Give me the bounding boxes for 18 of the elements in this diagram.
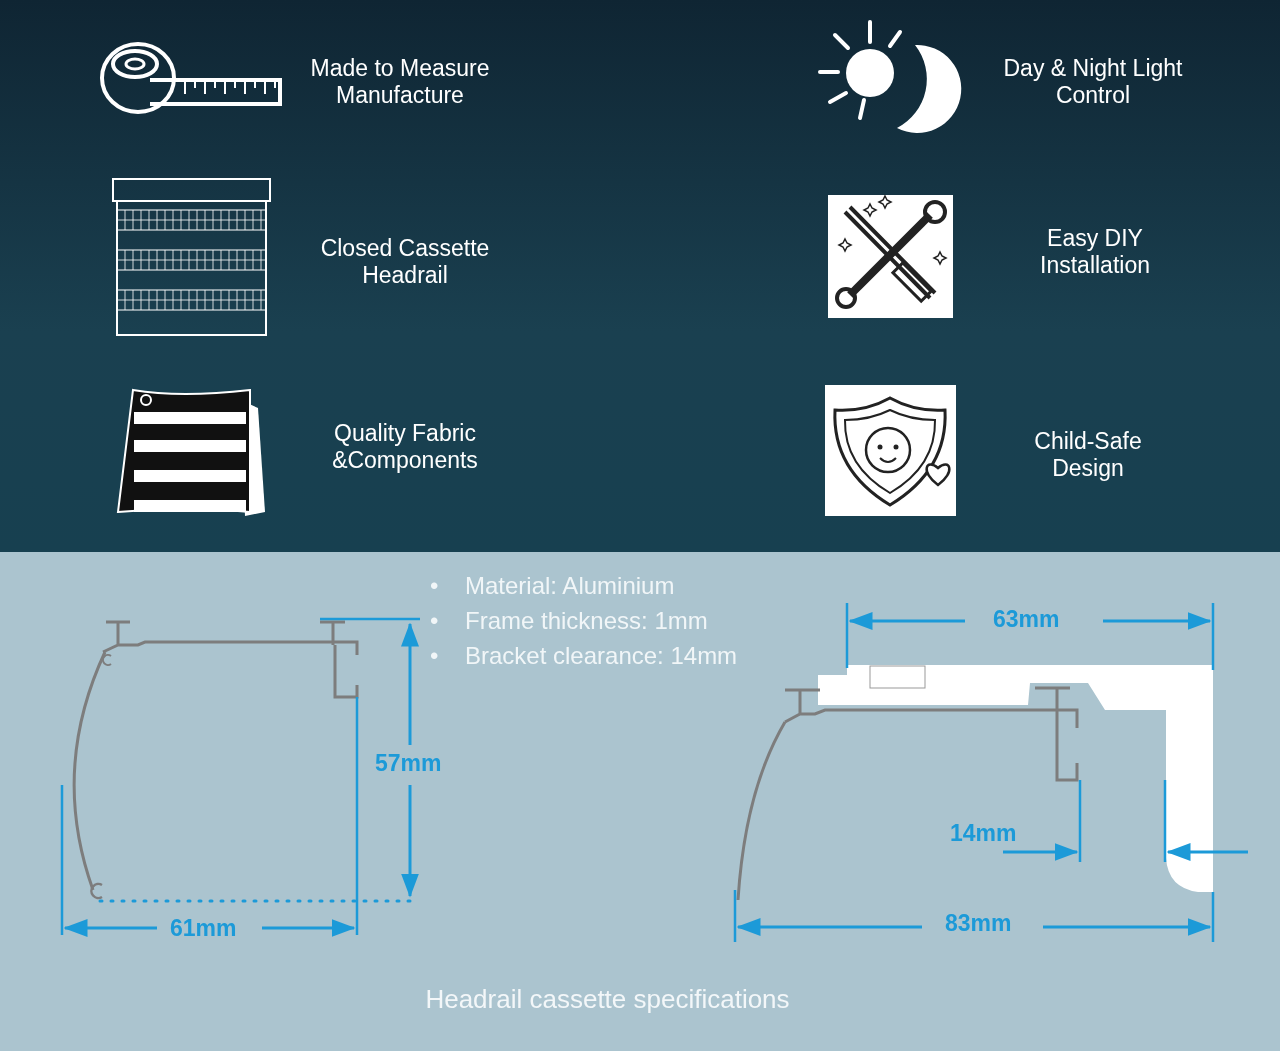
spec-item: Frame thickness: 1mm	[465, 607, 708, 634]
feature-label: Closed Cassette Headrail	[319, 235, 491, 289]
bullet: •	[430, 571, 440, 601]
bullet: •	[430, 641, 440, 671]
caption: Headrail cassette specifications	[424, 984, 791, 1015]
dimension-label: 83mm	[945, 910, 1012, 937]
feature-label: Quality Fabric &Components	[331, 420, 479, 474]
spec-item: Material: Aluminium	[465, 572, 675, 599]
dimension-label: 61mm	[170, 915, 237, 942]
feature-label: Easy DIY Installation	[1039, 225, 1151, 279]
dimension-label: 63mm	[993, 606, 1060, 633]
feature-label: Day & Night Light Control	[1003, 55, 1183, 109]
feature-label: Made to Measure Manufacture	[309, 55, 491, 109]
dimension-label: 14mm	[950, 820, 1017, 847]
spec-item: Bracket clearance: 14mm	[465, 642, 738, 669]
feature-label: Child-Safe Design	[1033, 428, 1143, 482]
dimension-label: 57mm	[375, 750, 442, 777]
bullet: •	[430, 606, 440, 636]
